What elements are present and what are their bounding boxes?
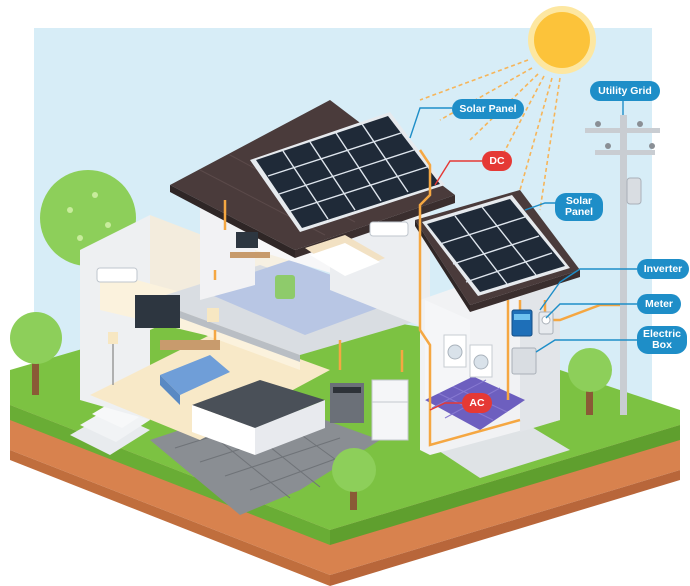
tree-front-left (10, 312, 62, 395)
solar-panel-label: Solar Panel (452, 99, 524, 119)
solar-panel-array-main (250, 112, 445, 232)
electric-box-icon (511, 347, 537, 375)
interior-furniture (96, 221, 409, 455)
sun-rays (419, 59, 561, 211)
dc-label: DC (482, 151, 512, 171)
electric-box-label: Electric Box (637, 326, 687, 354)
inverter-label: Inverter (637, 259, 689, 279)
callout-leaders-red (429, 160, 482, 411)
solar-panel-small-line2: Panel (564, 206, 593, 218)
tree-front-center (332, 448, 376, 510)
meter-label: Meter (637, 294, 681, 314)
sun-icon (528, 6, 596, 74)
electric-box-line2: Box (652, 339, 672, 351)
solar-panel-array-small (422, 195, 570, 296)
solar-panel-small-label: Solar Panel (555, 193, 603, 221)
utility-pole-icon (585, 115, 660, 415)
electric-box-line1: Electric (643, 328, 681, 340)
utility-grid-label: Utility Grid (590, 81, 660, 101)
ac-label: AC (462, 393, 492, 413)
tree-front-right (568, 348, 612, 415)
solar-panel-small-line1: Solar (565, 195, 593, 207)
inverter-icon (511, 309, 533, 337)
